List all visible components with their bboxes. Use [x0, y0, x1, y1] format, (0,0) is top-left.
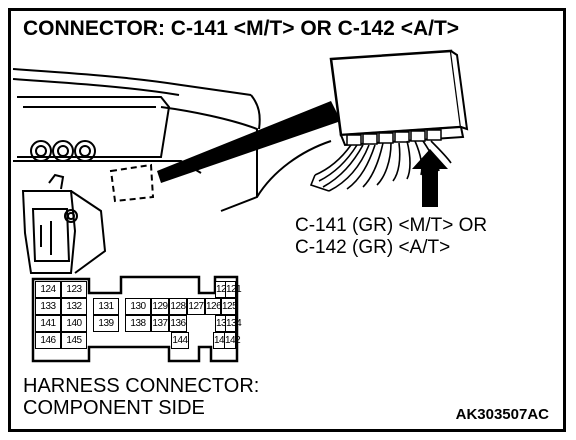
- connector-title: CONNECTOR: C-141 <M/T> OR C-142 <A/T>: [23, 17, 460, 40]
- pin-cell: 133: [35, 298, 61, 315]
- arrow-up-icon: [412, 149, 448, 207]
- pin-cell: 141: [35, 315, 61, 332]
- connector-callout-line2: C-142 (GR) <A/T>: [295, 237, 451, 258]
- pin-cell: 140: [61, 315, 87, 332]
- pin-cell: 131: [93, 298, 119, 315]
- pin-cell: 127: [187, 298, 205, 315]
- harness-label-line2: COMPONENT SIDE: [23, 397, 205, 419]
- leader-wedge: [157, 101, 341, 183]
- pin-cell: 125: [221, 298, 238, 315]
- pin-cell: 134: [225, 315, 242, 332]
- pin-cell: 132: [61, 298, 87, 315]
- pin-cell: 124: [35, 281, 61, 298]
- pin-cell: 130: [125, 298, 151, 315]
- pin-cell: 145: [61, 332, 87, 349]
- diagram-frame: CONNECTOR: C-141 <M/T> OR C-142 <A/T>: [8, 8, 566, 432]
- connector-callout-line1: C-141 (GR) <M/T> OR: [295, 215, 488, 236]
- ecu-module: [329, 49, 469, 147]
- pin-cell: 146: [35, 332, 61, 349]
- pin-cell: 126: [205, 298, 222, 315]
- pin-cell: 144: [171, 332, 189, 349]
- figure-code: AK303507AC: [455, 406, 549, 423]
- dashboard-outline: [12, 68, 332, 274]
- pin-cell: 137: [151, 315, 169, 332]
- pin-cell: 128: [169, 298, 187, 315]
- pin-cell: 129: [151, 298, 169, 315]
- pin-cell: 121: [225, 281, 242, 298]
- pin-cell: 123: [61, 281, 87, 298]
- connector-outline: [31, 275, 239, 363]
- gauge-cluster: [30, 140, 96, 223]
- pin-cell: 136: [169, 315, 187, 332]
- harness-label-line1: HARNESS CONNECTOR:: [23, 375, 260, 397]
- pin-cell: 142: [224, 332, 241, 349]
- wire-harness: [309, 140, 452, 192]
- dashboard-illustration: [12, 49, 469, 363]
- pin-cell: 139: [93, 315, 119, 332]
- pin-cell: 138: [125, 315, 151, 332]
